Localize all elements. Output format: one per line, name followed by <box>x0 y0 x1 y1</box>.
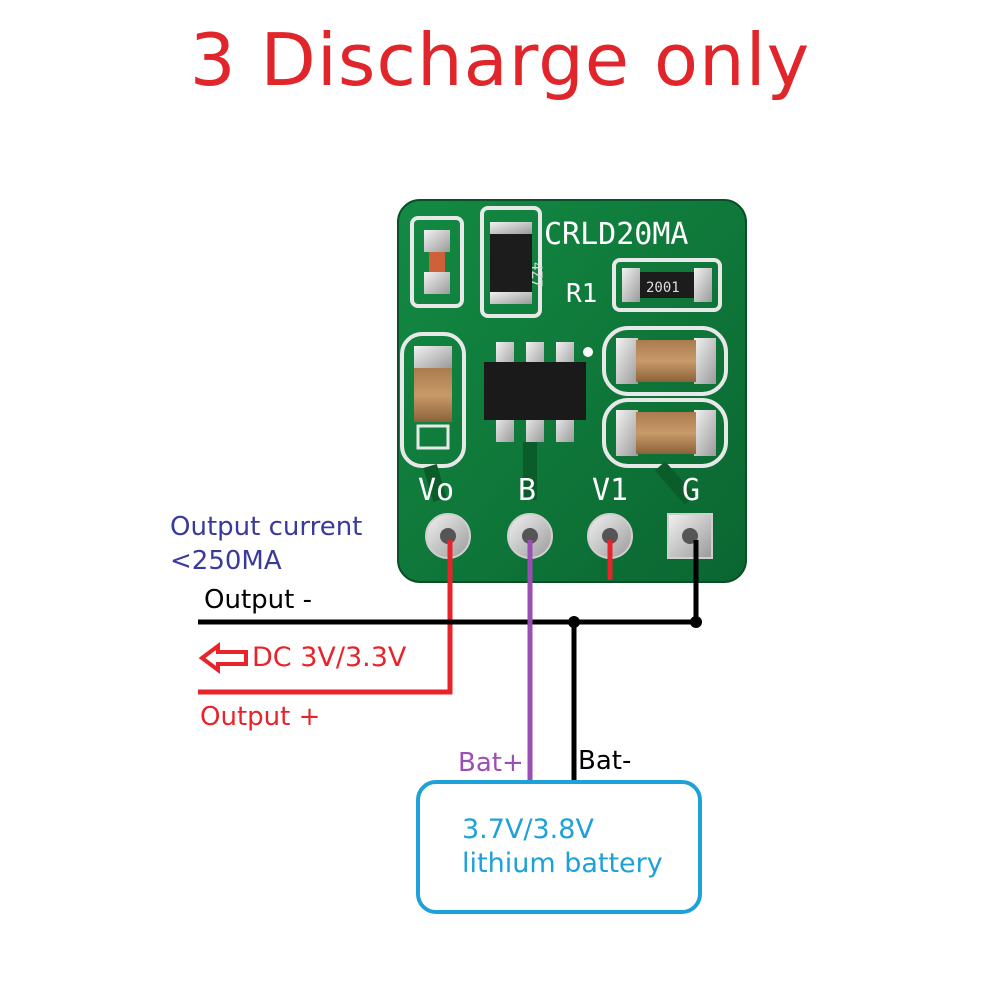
junction-dot <box>568 616 580 628</box>
pin-pad-vo <box>425 513 471 559</box>
r1-label: R1 <box>566 279 597 309</box>
pin-label-v1: V1 <box>592 473 628 508</box>
diagram-title: 3 Discharge only <box>189 18 811 102</box>
battery-type-label: lithium battery <box>462 848 663 879</box>
pcb-board: CRLD20MA 4Z7 R1 2001 <box>397 199 747 583</box>
battery-box <box>416 780 702 914</box>
pin-label-vo: Vo <box>418 473 454 508</box>
resistor-code-label: 2001 <box>646 280 680 296</box>
led-component <box>410 216 464 308</box>
pin-label-b: B <box>518 473 536 508</box>
wires <box>198 540 702 782</box>
output-plus-label: Output + <box>200 702 321 732</box>
bat-minus-label: Bat- <box>578 746 632 776</box>
left-capacitor <box>400 332 466 468</box>
output-plus-wire <box>198 540 453 695</box>
pin-pad-b <box>507 513 553 559</box>
pin-pad-g <box>667 513 713 559</box>
right-capacitor-bottom <box>602 398 728 468</box>
resistor-component: 2001 <box>612 258 722 312</box>
junction-dot <box>690 616 702 628</box>
output-minus-label: Output - <box>204 585 312 615</box>
right-capacitor-top <box>602 326 728 396</box>
output-current-label: Output current <box>170 512 363 542</box>
board-model-label: CRLD20MA <box>544 217 689 252</box>
ic-chip <box>484 342 593 442</box>
battery-voltage-label: 3.7V/3.8V <box>462 814 594 845</box>
bat-plus-label: Bat+ <box>458 748 524 778</box>
pin-pad-v1 <box>587 513 633 559</box>
left-arrow-icon <box>198 642 248 674</box>
inductor-component: 4Z7 <box>480 206 544 318</box>
output-current-limit-label: <250MA <box>170 546 282 576</box>
dc-output-label: DC 3V/3.3V <box>252 642 407 673</box>
pin-label-g: G <box>682 473 700 508</box>
inductor-code-label: 4Z7 <box>528 262 544 287</box>
